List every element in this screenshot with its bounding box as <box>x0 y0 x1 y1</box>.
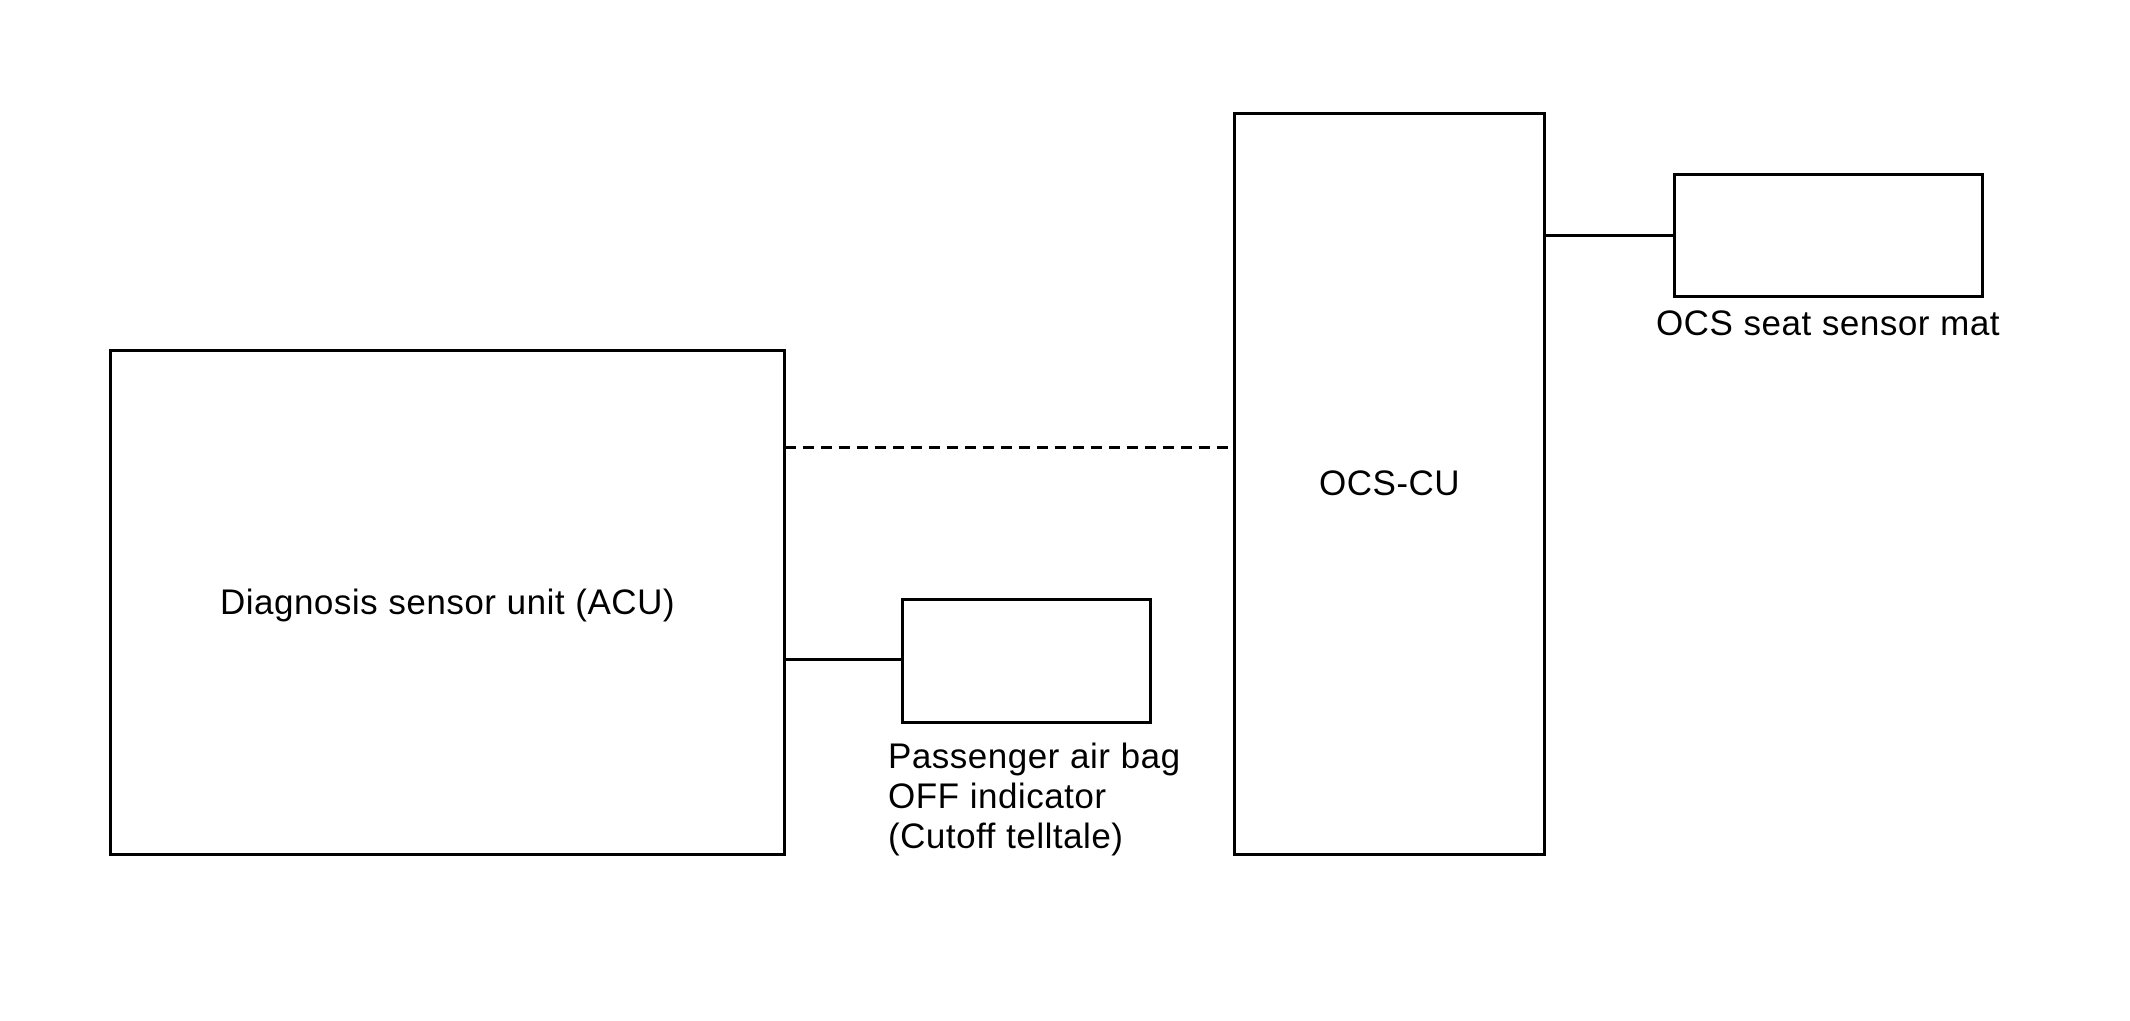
ocs-seat-sensor-mat-box <box>1673 173 1984 298</box>
ocs-cu-box: OCS-CU <box>1233 112 1546 856</box>
connector-acu-to-passenger-indicator-line <box>785 658 901 661</box>
passenger-airbag-off-indicator-label: Passenger air bag OFF indicator (Cutoff … <box>888 737 1181 857</box>
ocs-cu-label: OCS-CU <box>1318 464 1461 503</box>
acu-box: Diagnosis sensor unit (ACU) <box>109 349 786 856</box>
acu-label: Diagnosis sensor unit (ACU) <box>219 582 676 622</box>
connector-acu-to-ocscu-dashed-line <box>785 446 1233 449</box>
passenger-label-line-1: Passenger air bag <box>888 737 1181 776</box>
passenger-label-line-2: OFF indicator <box>888 777 1107 816</box>
passenger-airbag-off-indicator-box <box>901 598 1152 724</box>
connector-ocscu-to-seat-sensor-line <box>1545 234 1673 237</box>
ocs-seat-sensor-mat-label: OCS seat sensor mat <box>1655 304 2001 343</box>
passenger-label-line-3: (Cutoff telltale) <box>888 817 1124 856</box>
